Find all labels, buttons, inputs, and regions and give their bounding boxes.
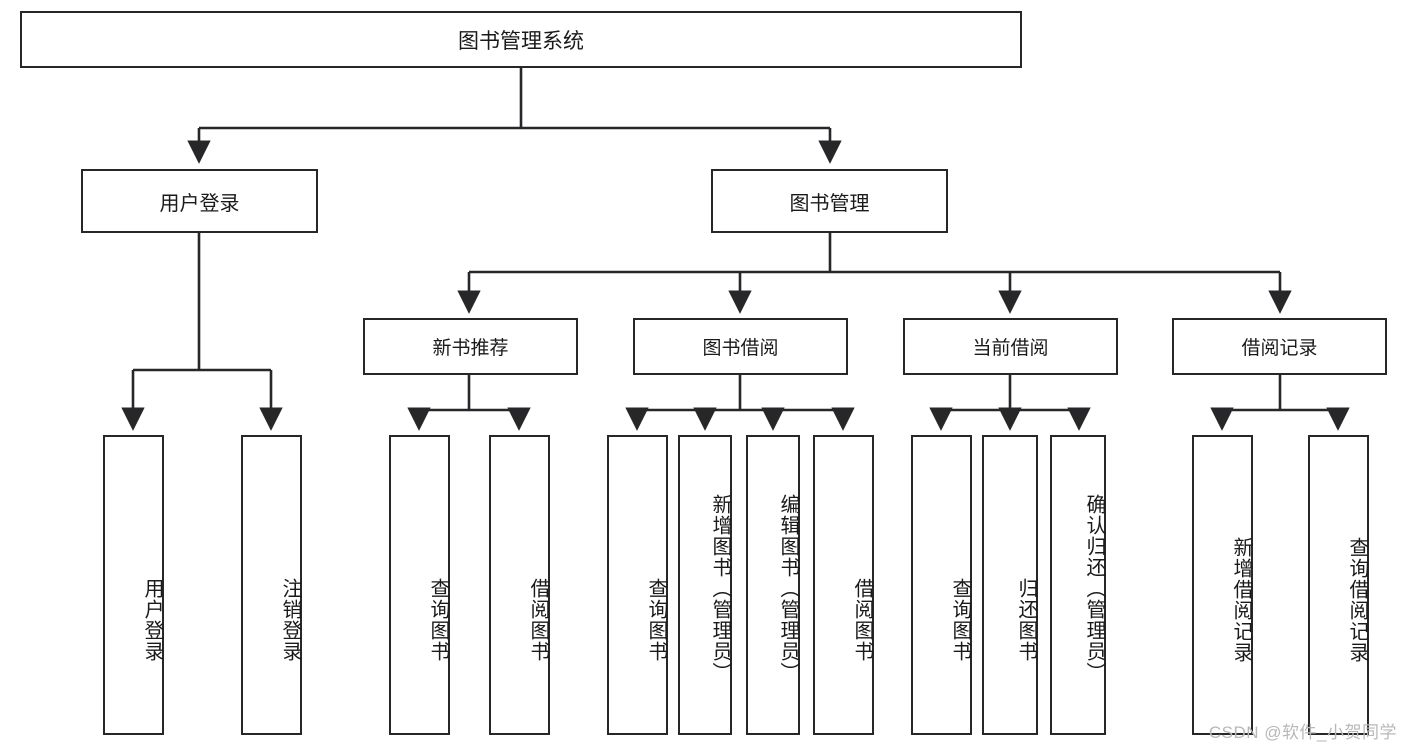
leaf-record-add[interactable]: 新增借阅记录 [1192, 435, 1253, 735]
leaf-borrow-edit-book-admin[interactable]: 编辑图书（管理员） [746, 435, 800, 735]
node-new-book-recommend[interactable]: 新书推荐 [363, 318, 578, 375]
node-borrow-record[interactable]: 借阅记录 [1172, 318, 1387, 375]
node-borrow-record-label: 借阅记录 [1241, 338, 1318, 359]
leaf-new-book-borrow[interactable]: 借阅图书 [489, 435, 550, 735]
node-book-management-label: 图书管理 [789, 192, 870, 215]
leaf-borrow-add-book-admin[interactable]: 新增图书（管理员） [678, 435, 732, 735]
leaf-new-book-query-label: 查询图书 [427, 578, 449, 662]
node-book-management[interactable]: 图书管理 [711, 169, 948, 233]
leaf-record-add-label: 新增借阅记录 [1230, 537, 1252, 663]
node-root[interactable]: 图书管理系统 [20, 11, 1022, 68]
node-current-borrow[interactable]: 当前借阅 [903, 318, 1118, 375]
leaf-user-login-signin[interactable]: 用户登录 [103, 435, 164, 735]
leaf-borrow-borrow-book-label: 借阅图书 [851, 578, 873, 662]
leaf-record-query[interactable]: 查询借阅记录 [1308, 435, 1369, 735]
leaf-borrow-query-book[interactable]: 查询图书 [607, 435, 668, 735]
node-new-book-recommend-label: 新书推荐 [432, 338, 509, 359]
leaf-borrow-add-book-admin-label: 新增图书（管理员） [709, 493, 731, 683]
leaf-new-book-borrow-label: 借阅图书 [527, 578, 549, 662]
watermark-text: CSDN @软件_小贺同学 [1208, 723, 1397, 742]
leaf-current-return-book-label: 归还图书 [1015, 578, 1037, 662]
node-user-login[interactable]: 用户登录 [81, 169, 318, 233]
leaf-user-login-signout[interactable]: 注销登录 [241, 435, 302, 735]
leaf-borrow-edit-book-admin-label: 编辑图书（管理员） [777, 493, 799, 683]
node-book-borrow-label: 图书借阅 [702, 338, 779, 359]
node-current-borrow-label: 当前借阅 [972, 338, 1049, 359]
leaf-new-book-query[interactable]: 查询图书 [389, 435, 450, 735]
node-book-borrow[interactable]: 图书借阅 [633, 318, 848, 375]
leaf-current-query-book[interactable]: 查询图书 [911, 435, 972, 735]
node-user-login-label: 用户登录 [159, 192, 240, 215]
leaf-user-login-signout-label: 注销登录 [279, 578, 301, 662]
leaf-borrow-query-book-label: 查询图书 [645, 578, 667, 662]
leaf-record-query-label: 查询借阅记录 [1346, 537, 1368, 663]
leaf-current-confirm-return-admin[interactable]: 确认归还（管理员） [1050, 435, 1106, 735]
leaf-current-query-book-label: 查询图书 [949, 578, 971, 662]
leaf-borrow-borrow-book[interactable]: 借阅图书 [813, 435, 874, 735]
leaf-current-confirm-return-admin-label: 确认归还（管理员） [1083, 493, 1105, 683]
node-root-label: 图书管理系统 [458, 29, 584, 53]
leaf-user-login-signin-label: 用户登录 [141, 578, 163, 662]
leaf-current-return-book[interactable]: 归还图书 [982, 435, 1038, 735]
